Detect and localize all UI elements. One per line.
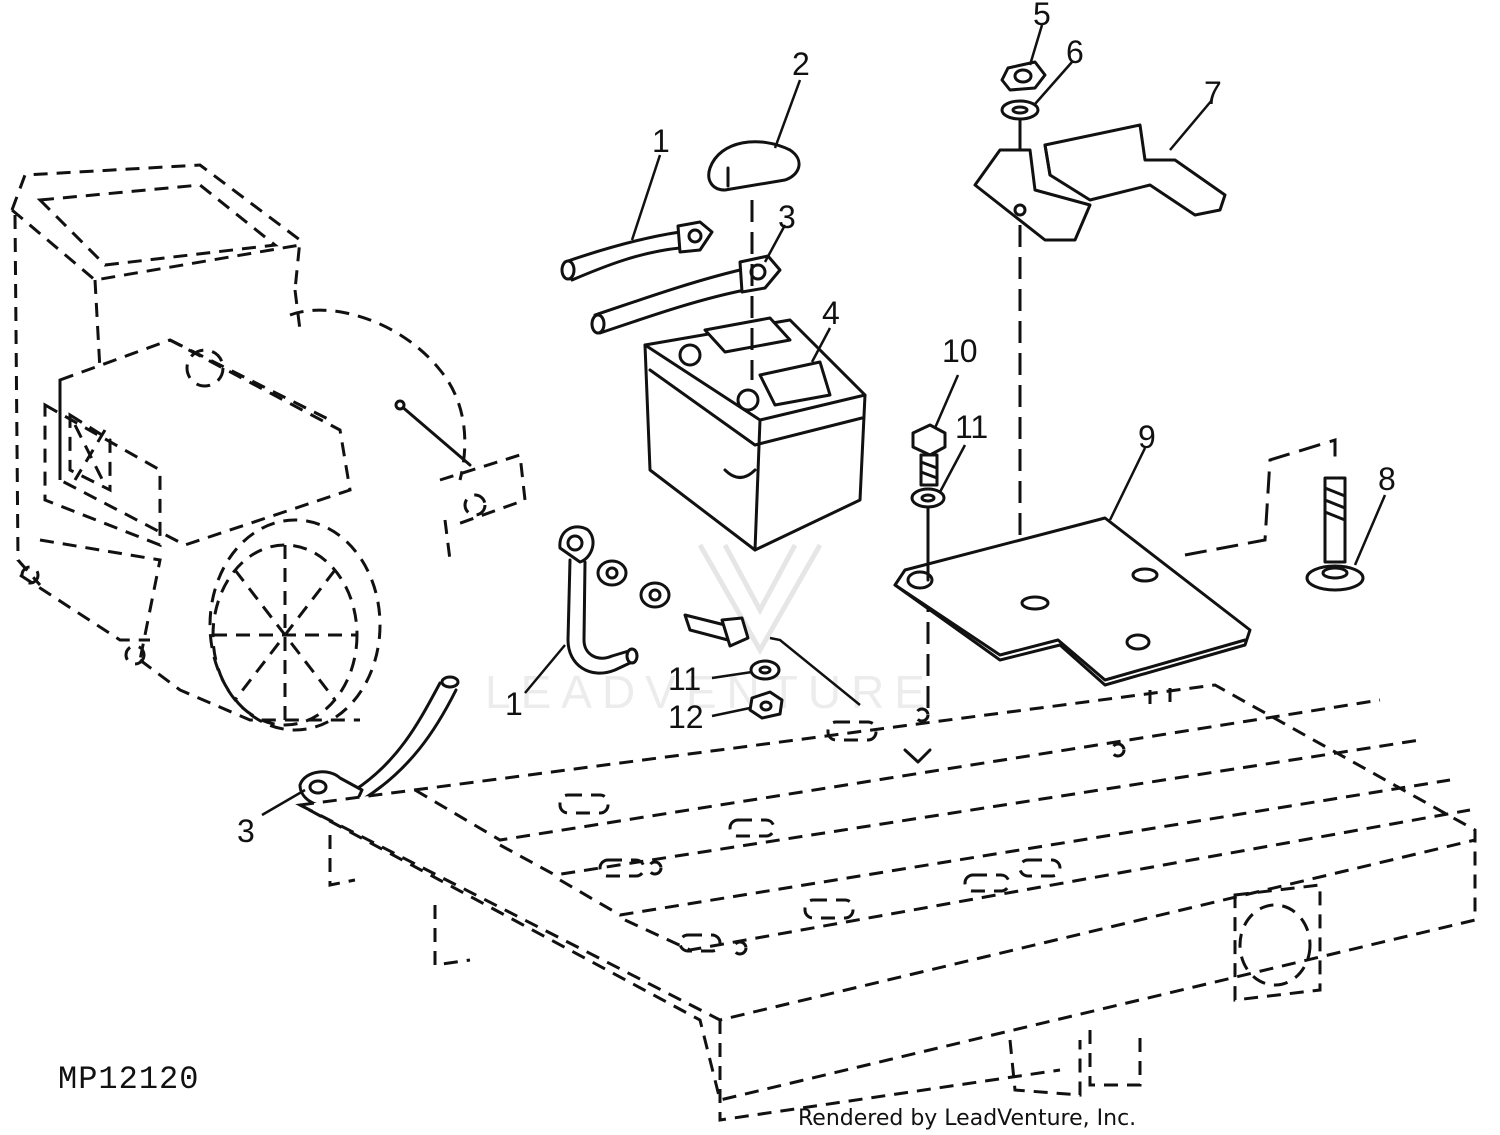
hold-down-bracket xyxy=(973,123,1227,242)
battery-support-plate xyxy=(893,516,1252,687)
battery-cable-terminal xyxy=(590,254,782,335)
callout-11-lower: 11 xyxy=(668,661,701,697)
nut-lower xyxy=(748,690,784,720)
callout-5: 5 xyxy=(1033,0,1051,32)
ground-cable-terminal xyxy=(298,675,460,808)
callout-10: 10 xyxy=(942,333,978,369)
callout-4: 4 xyxy=(822,295,840,331)
washer-lower xyxy=(749,659,781,681)
lock-washer xyxy=(1000,99,1040,121)
callout-9: 9 xyxy=(1138,419,1156,455)
battery xyxy=(643,316,867,552)
callout-3-lower: 3 xyxy=(237,813,255,849)
callout-1-lower: 1 xyxy=(505,686,523,722)
battery-cable-positive xyxy=(560,220,714,282)
hardware-lock-washer-a xyxy=(639,581,671,609)
leader-lines xyxy=(261,24,1387,817)
callout-3-top: 3 xyxy=(778,199,796,235)
watermark-text: LEADVENTURE xyxy=(485,666,935,718)
hardware-washer-a xyxy=(596,559,628,587)
nut xyxy=(1000,60,1047,92)
carriage-bolt xyxy=(1305,476,1365,592)
callout-1-top: 1 xyxy=(652,123,670,159)
cap-screw xyxy=(911,423,947,487)
engine-assembly xyxy=(10,163,527,732)
tractor-frame xyxy=(295,683,1477,1122)
callout-8: 8 xyxy=(1378,461,1396,497)
callout-7: 7 xyxy=(1204,75,1222,111)
callout-6: 6 xyxy=(1066,34,1084,70)
callout-2: 2 xyxy=(792,46,810,82)
watermark-logo: LEADVENTURE xyxy=(485,435,935,718)
ground-cable xyxy=(558,525,639,675)
figure-id: MP12120 xyxy=(58,1061,199,1098)
credit-text: Rendered by LeadVenture, Inc. xyxy=(798,1106,1136,1131)
centerline-bolt xyxy=(1184,437,1337,557)
terminal-cover xyxy=(707,140,801,192)
washer xyxy=(910,487,946,509)
callout-12: 12 xyxy=(668,699,704,735)
hardware-screw-a xyxy=(683,613,750,648)
callout-11-upper: 11 xyxy=(955,409,988,445)
